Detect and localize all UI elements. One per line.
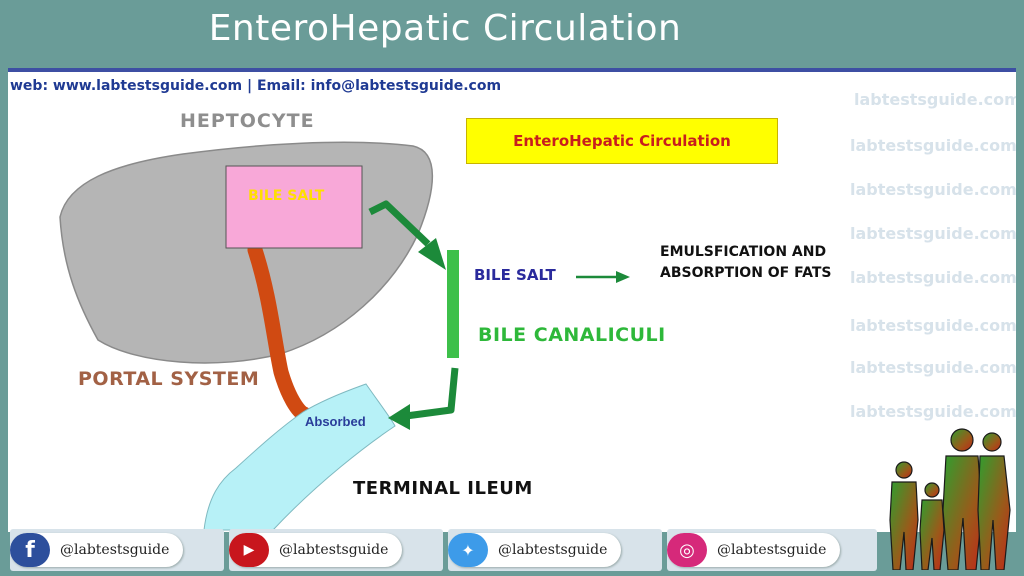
page-title: EnteroHepatic Circulation — [208, 8, 682, 49]
social-twitter[interactable]: ✦ @labtestsguide — [448, 529, 662, 571]
social-youtube[interactable]: ▶ @labtestsguide — [229, 529, 443, 571]
social-pill[interactable]: ✦ @labtestsguide — [448, 533, 622, 567]
social-pill[interactable]: ◎ @labtestsguide — [667, 533, 841, 567]
watermark-text: labtestsguide.com — [850, 316, 1016, 335]
bile-canaliculi-bar — [447, 250, 459, 358]
family-silhouette-logo — [889, 428, 1011, 570]
enterohepatic-diagram — [59, 141, 630, 531]
social-facebook[interactable]: f @labtestsguide — [10, 529, 224, 571]
social-instagram[interactable]: ◎ @labtestsguide — [667, 529, 877, 571]
youtube-icon: ▶ — [229, 533, 269, 567]
watermark-text: labtestsguide.com — [850, 402, 1016, 421]
arrow-head — [418, 238, 446, 270]
hepatocyte-label: HEPTOCYTE — [180, 110, 315, 132]
terminal-ileum-shape — [203, 383, 396, 531]
portal-vessel — [247, 242, 312, 422]
bile-canaliculi-label: BILE CANALICULI — [478, 324, 666, 346]
terminal-ileum-label: TERMINAL ILEUM — [353, 478, 533, 499]
facebook-icon: f — [10, 533, 50, 567]
watermark-text: labtestsguide.com — [850, 136, 1016, 155]
outcome-line-2: ABSORPTION OF FATS — [660, 265, 832, 281]
arrow-head — [616, 271, 630, 283]
social-pill[interactable]: f @labtestsguide — [10, 533, 184, 567]
outcome-label: EMULSFICATION AND ABSORPTION OF FATS — [660, 242, 831, 284]
contact-line: web: www.labtestsguide.com | Email: info… — [10, 78, 502, 94]
absorbed-label: Absorbed — [305, 414, 366, 429]
social-handle: @labtestsguide — [498, 542, 608, 558]
social-handle: @labtestsguide — [60, 542, 170, 558]
outcome-line-1: EMULSFICATION AND — [660, 244, 827, 260]
social-handle: @labtestsguide — [279, 542, 389, 558]
content-panel: web: www.labtestsguide.com | Email: info… — [8, 68, 1016, 532]
twitter-icon: ✦ — [448, 533, 488, 567]
watermark-text: labtestsguide.com — [850, 358, 1016, 377]
flow-arrow-to-canaliculi — [368, 200, 431, 247]
arrow-head — [388, 404, 410, 430]
social-pill[interactable]: ▶ @labtestsguide — [229, 533, 403, 567]
bile-salt-cell-label: BILE SALT — [248, 188, 325, 204]
portal-system-label: PORTAL SYSTEM — [78, 368, 260, 390]
social-handle: @labtestsguide — [717, 542, 827, 558]
diagram-title-box: EnteroHepatic Circulation — [466, 118, 778, 164]
flow-arrow-to-ileum — [405, 367, 459, 420]
bile-salt-flow-label: BILE SALT — [474, 266, 556, 284]
instagram-icon: ◎ — [667, 533, 707, 567]
watermark-text: labtestsguide.com — [850, 224, 1016, 243]
watermark-text: labtestsguide.com — [854, 90, 1016, 109]
bile-salt-cell-box — [225, 165, 363, 249]
watermark-text: labtestsguide.com — [850, 180, 1016, 199]
watermark-text: labtestsguide.com — [850, 268, 1016, 287]
